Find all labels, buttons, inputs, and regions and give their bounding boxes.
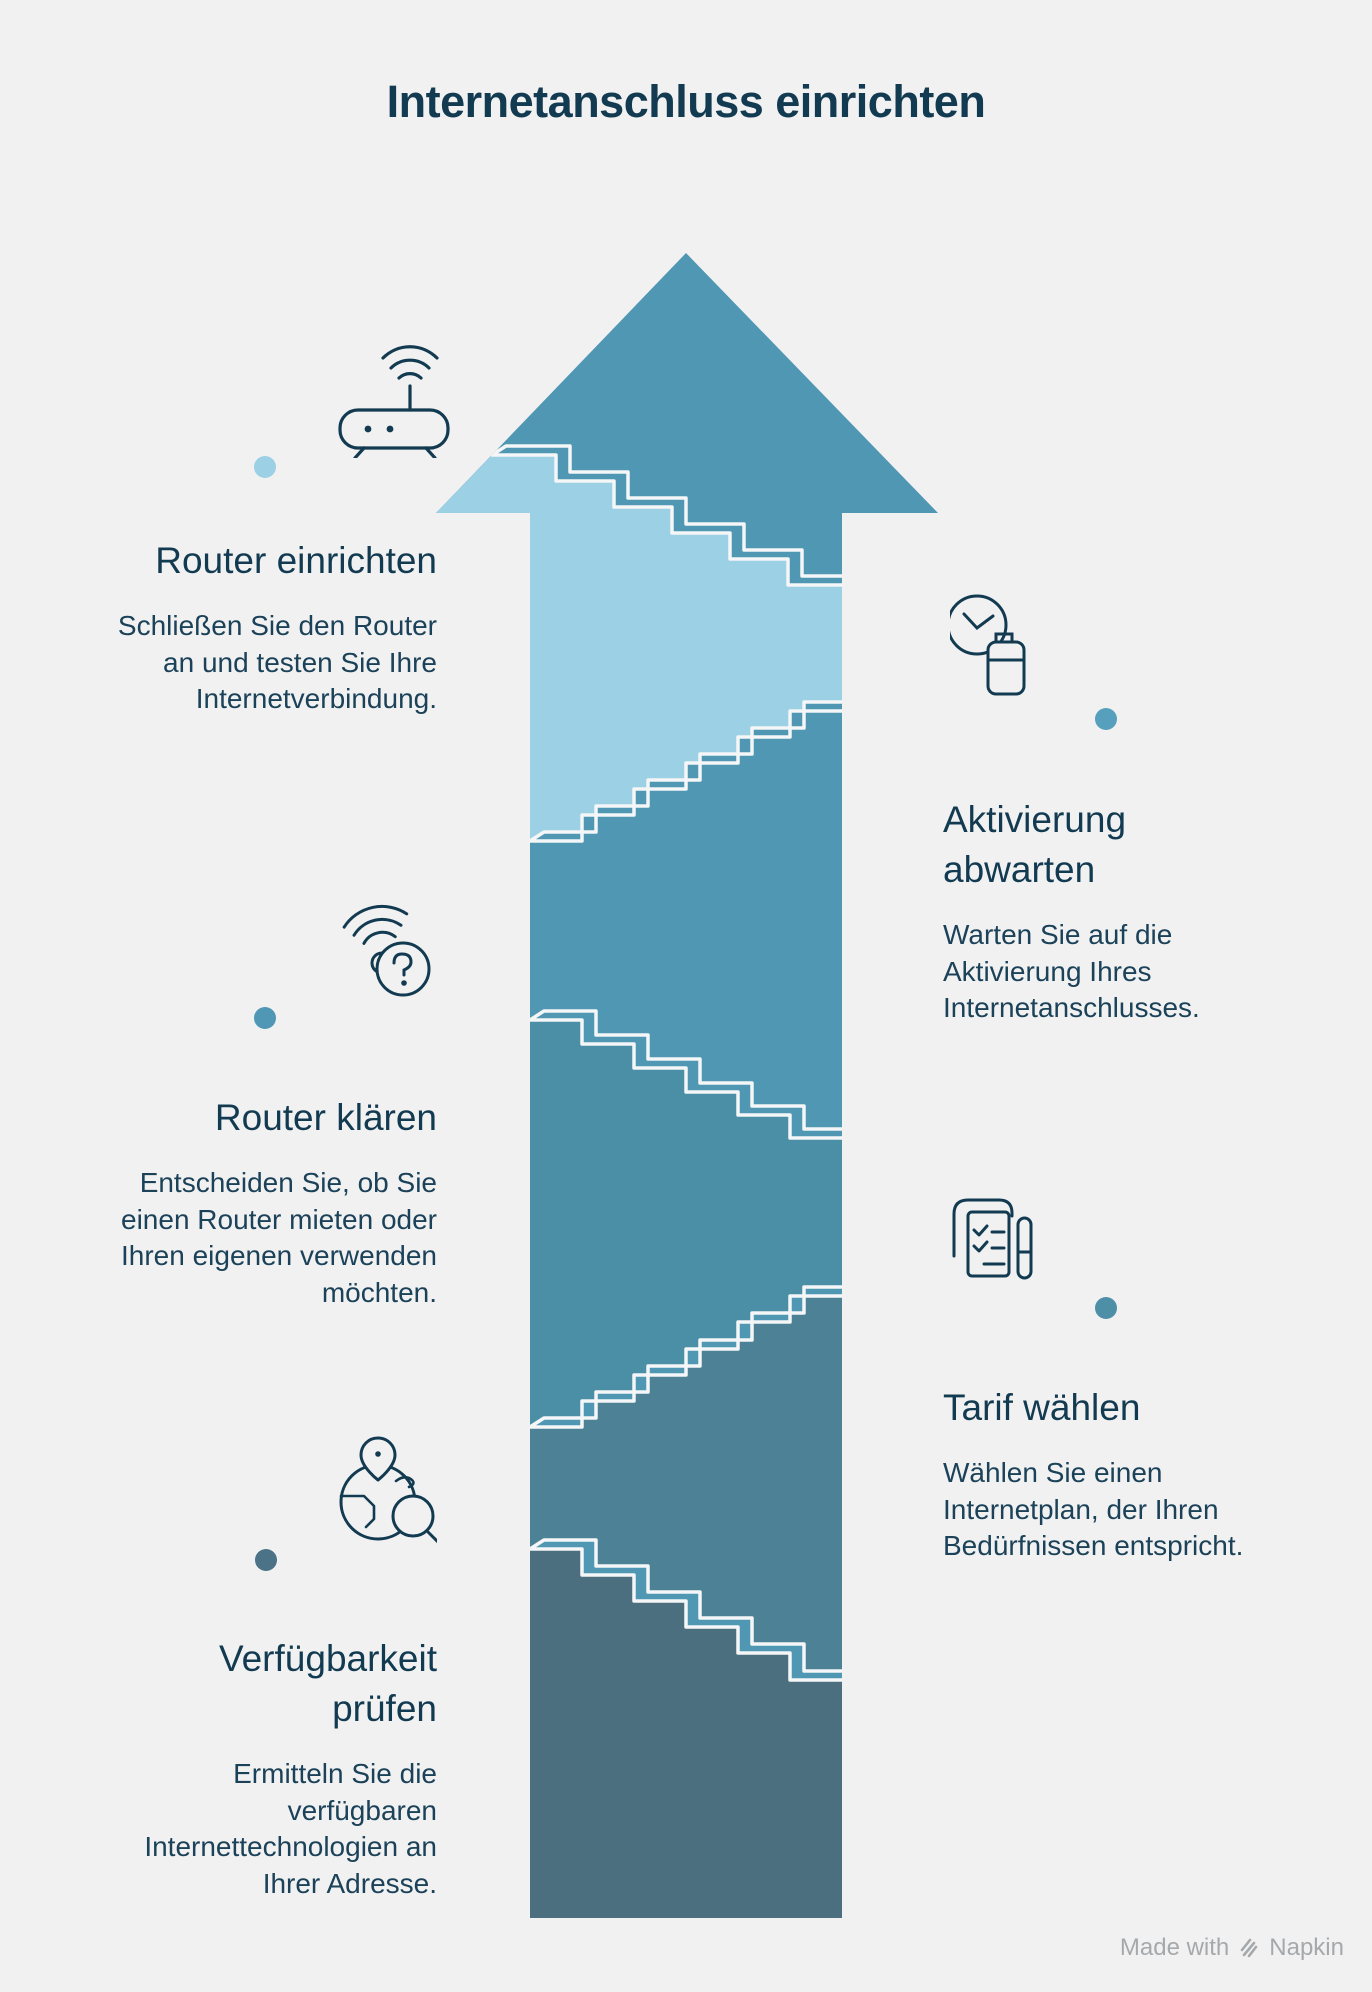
body-line: Warten Sie auf die — [943, 919, 1173, 950]
body-line: Aktivierung Ihres — [943, 955, 1152, 987]
step-heading: Verfügbarkeit prüfen — [135, 1634, 437, 1734]
step-heading: Router klären — [105, 1093, 437, 1143]
heading-line: Tarif wählen — [943, 1387, 1141, 1428]
heading-line: prüfen — [332, 1688, 437, 1729]
step-dot-tarif-waehlen — [1095, 1297, 1117, 1319]
body-line: Internetplan, der Ihren — [943, 1493, 1219, 1525]
made-with-napkin-credit: Made with Napkin — [1120, 1934, 1344, 1962]
body-line: Ihren eigenen verwenden — [120, 1240, 437, 1271]
step-heading: Router einrichten — [107, 536, 437, 586]
body-line: Wählen Sie einen — [943, 1457, 1163, 1488]
body-line: Ihrer Adresse. — [262, 1867, 437, 1899]
napkin-logo-icon — [1240, 1938, 1258, 1958]
body-line: verfügbaren — [287, 1794, 437, 1826]
made-with-label: Made with — [1119, 1934, 1230, 1961]
body-line: Bedürfnissen entspricht. — [943, 1530, 1244, 1561]
wifi-router-icon — [338, 345, 450, 458]
step-tarif-waehlen: Tarif wählen Wählen Sie einen Internetpl… — [943, 1383, 1253, 1565]
step-dot-router-einrichten — [254, 456, 276, 478]
body-line: Entscheiden Sie, ob Sie — [139, 1167, 437, 1198]
body-line: an und testen Sie Ihre — [163, 646, 437, 678]
step-body: Wählen Sie einen Internetplan, der Ihren… — [943, 1455, 1253, 1565]
body-line: Ermitteln Sie die — [233, 1758, 437, 1789]
step-router-einrichten: Router einrichten Schließen Sie den Rout… — [107, 536, 437, 718]
step-body: Schließen Sie den Router an und testen S… — [107, 608, 437, 718]
step-dot-router-klaeren — [254, 1007, 276, 1029]
body-line: Internettechnologien an — [144, 1831, 437, 1862]
step-body: Entscheiden Sie, ob Sie einen Router mie… — [105, 1165, 437, 1311]
clock-battery-icon — [950, 594, 1026, 696]
step-dot-verfuegbarkeit-pruefen — [255, 1549, 277, 1571]
heading-line: Aktivierung — [943, 799, 1127, 840]
body-line: möchten. — [321, 1276, 437, 1308]
page-title: Internetanschluss einrichten — [386, 76, 986, 127]
wifi-question-icon — [342, 904, 431, 997]
globe-search-icon — [339, 1436, 437, 1544]
step-aktivierung-abwarten: Aktivierung abwarten Warten Sie auf die … — [943, 795, 1223, 1027]
body-line: Internetverbindung. — [195, 683, 437, 714]
heading-line: Router klären — [214, 1097, 437, 1138]
body-line: einen Router mieten oder — [121, 1203, 437, 1235]
step-router-klaeren: Router klären Entscheiden Sie, ob Sie ei… — [105, 1093, 437, 1311]
body-line: Internetanschlusses. — [943, 992, 1200, 1023]
step-heading: Aktivierung abwarten — [943, 795, 1223, 895]
checklist-pen-icon — [952, 1198, 1033, 1280]
heading-line: Verfügbarkeit — [218, 1638, 437, 1679]
body-line: Schließen Sie den Router — [117, 610, 437, 641]
heading-line: abwarten — [943, 849, 1096, 890]
heading-line: Router einrichten — [155, 540, 437, 581]
step-body: Warten Sie auf die Aktivierung Ihres Int… — [943, 917, 1223, 1027]
step-heading: Tarif wählen — [943, 1383, 1253, 1433]
napkin-brand-label: Napkin — [1269, 1934, 1344, 1961]
step-dot-aktivierung-abwarten — [1095, 708, 1117, 730]
step-verfuegbarkeit-pruefen: Verfügbarkeit prüfen Ermitteln Sie die v… — [135, 1634, 437, 1902]
step-body: Ermitteln Sie die verfügbaren Internette… — [135, 1756, 437, 1902]
